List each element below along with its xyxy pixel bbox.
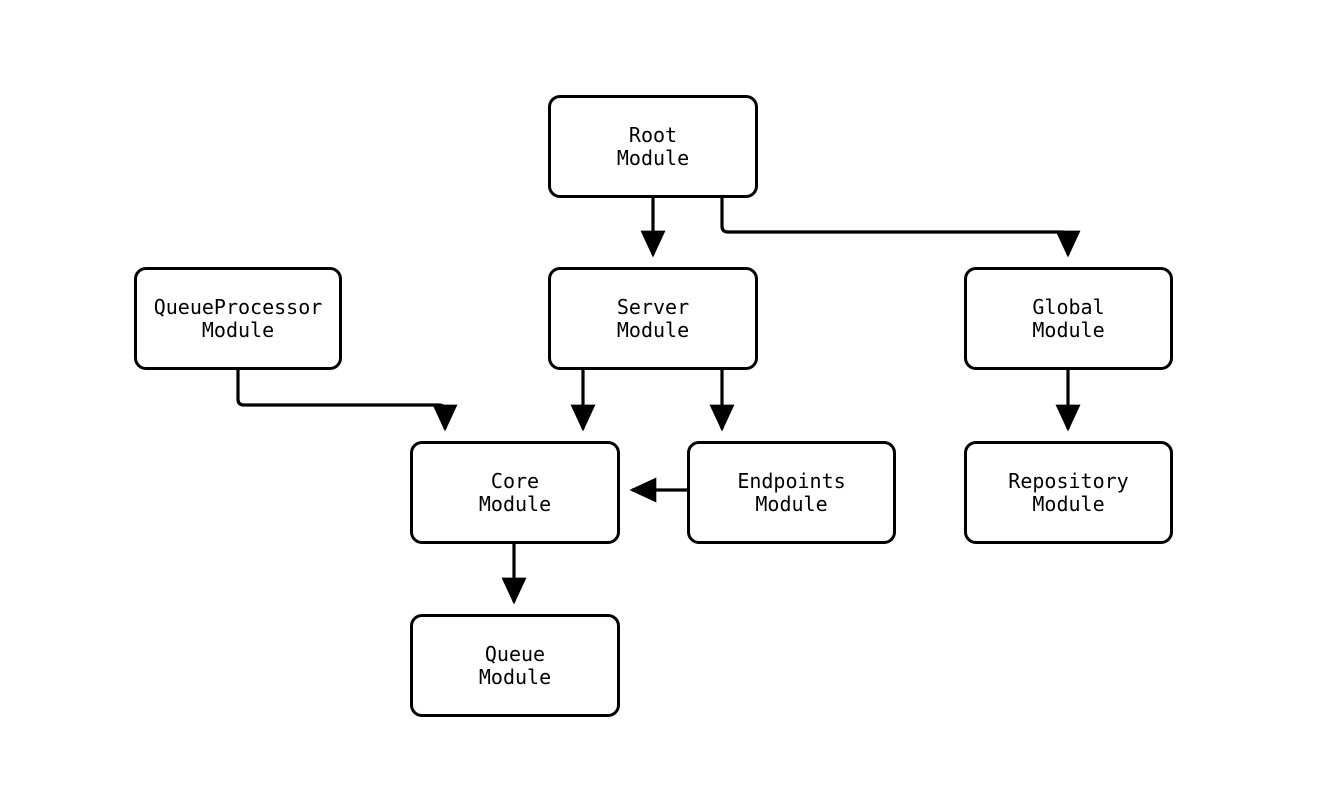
node-endpoints-module-label-line1: Endpoints [737, 468, 846, 493]
node-endpoints-module-label-line2: Module [755, 491, 828, 516]
node-server-module-label-line1: Server [616, 294, 690, 319]
node-server-module[interactable]: Server Module [548, 267, 758, 370]
node-endpoints-module[interactable]: Endpoints Module [687, 441, 896, 544]
node-queue-module-label-line1: Queue [484, 641, 546, 666]
node-repository-module-label-line1: Repository [1008, 468, 1129, 493]
node-core-module[interactable]: Core Module [410, 441, 620, 544]
node-queueprocessor-module-label-line1: QueueProcessor [153, 294, 323, 319]
node-queueprocessor-module[interactable]: QueueProcessor Module [134, 267, 342, 370]
node-repository-module-label-line2: Module [1032, 491, 1105, 516]
node-queueprocessor-module-label-line2: Module [201, 317, 275, 342]
edge-root-to-global [720, 198, 1081, 258]
node-global-module[interactable]: Global Module [964, 267, 1173, 370]
node-core-module-label-line2: Module [478, 491, 552, 516]
node-root-module-label-line1: Root [628, 122, 678, 147]
node-root-module[interactable]: Root Module [548, 95, 758, 198]
node-core-module-label-line1: Core [490, 468, 540, 493]
node-global-module-label-line1: Global [1032, 294, 1105, 319]
node-global-module-label-line2: Module [1032, 317, 1105, 342]
node-queue-module-label-line2: Module [478, 664, 552, 689]
node-server-module-label-line2: Module [616, 317, 690, 342]
edge-queueprocessor-to-core [236, 370, 458, 432]
node-repository-module[interactable]: Repository Module [964, 441, 1173, 544]
node-queue-module[interactable]: Queue Module [410, 614, 620, 717]
node-root-module-label-line2: Module [616, 145, 690, 170]
